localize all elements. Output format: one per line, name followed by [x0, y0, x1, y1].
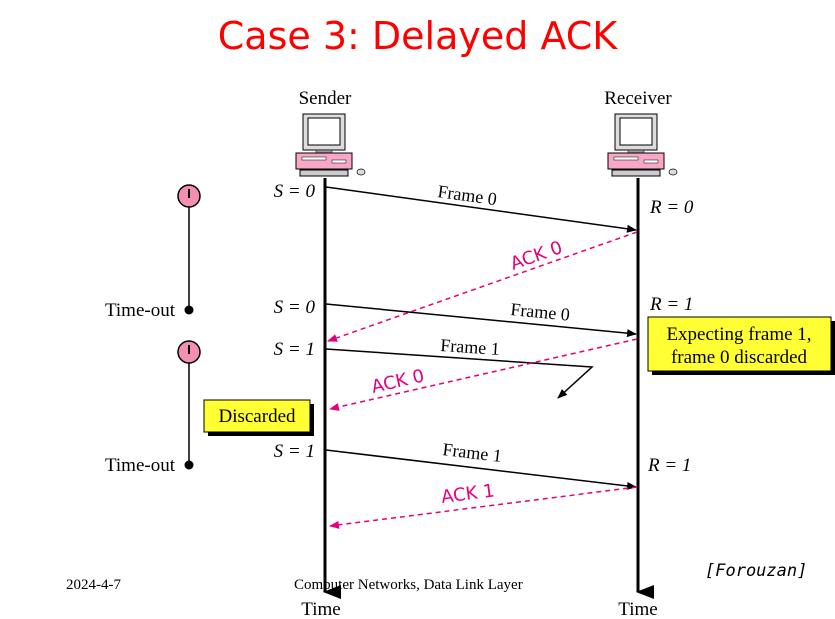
receiver-computer-icon	[608, 114, 677, 176]
sender-state-1: S = 0	[274, 181, 316, 202]
frame-arrow-3-lost	[326, 349, 592, 398]
receiver-state-2: R = 1	[649, 294, 693, 315]
time-label-sender: Time	[301, 599, 340, 619]
footer-date: 2024-4-7	[66, 577, 121, 594]
receiver-state-3: R = 1	[647, 455, 691, 476]
sender-state-2: S = 0	[274, 297, 316, 318]
ack-label-1: ACK 0	[508, 237, 565, 275]
sender-state-3: S = 1	[274, 339, 315, 360]
discarded-note: Discarded	[204, 400, 314, 436]
ack-arrow-1	[328, 232, 637, 341]
discarded-label: Discarded	[218, 406, 296, 427]
frame-label-1: Frame 0	[436, 181, 498, 209]
expecting-line2: frame 0 discarded	[671, 347, 808, 368]
expecting-line1: Expecting frame 1,	[666, 324, 811, 345]
footer-course: Computer Networks, Data Link Layer	[294, 577, 523, 594]
frame-label-2: Frame 0	[510, 299, 571, 325]
sender-label: Sender	[299, 88, 352, 109]
timeout-dot-2	[185, 461, 194, 470]
receiver-label: Receiver	[604, 88, 672, 109]
timeout-dot-1	[185, 306, 194, 315]
expecting-frame-note: Expecting frame 1, frame 0 discarded	[648, 317, 835, 375]
timeout-label-1: Time-out	[105, 300, 176, 321]
sender-computer-icon	[296, 114, 365, 176]
frame-arrow-2	[326, 304, 636, 334]
sender-state-4: S = 1	[274, 441, 315, 462]
receiver-state-1: R = 0	[649, 197, 694, 218]
timeout-label-2: Time-out	[105, 455, 176, 476]
footer-source: [Forouzan]	[705, 561, 807, 581]
frame-label-4: Frame 1	[442, 439, 503, 466]
frame-label-3: Frame 1	[440, 335, 501, 359]
ack-label-3: ACK 1	[440, 480, 496, 508]
time-label-receiver: Time	[618, 599, 657, 619]
